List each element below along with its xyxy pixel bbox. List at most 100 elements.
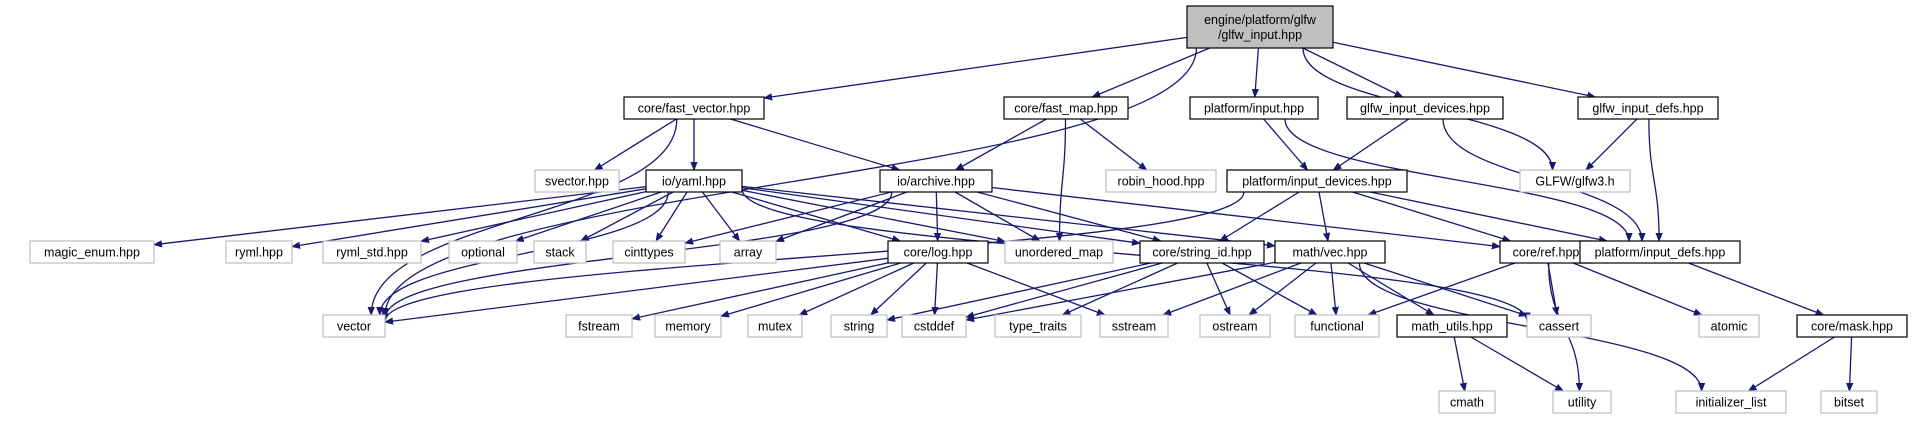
edge-input_devices-to-input_defs: [1369, 191, 1607, 241]
node-box: [1438, 390, 1496, 414]
node-ryml: ryml.hpp: [225, 240, 293, 264]
node-string: string: [830, 314, 888, 338]
edge-archive-to-unordered_map: [954, 191, 1040, 242]
node-glfw3: GLFW/glfw3.h: [1519, 169, 1631, 193]
node-input-defs[interactable]: platform/input_defs.hpp: [1579, 240, 1741, 264]
node-box: [719, 240, 777, 264]
edge-math_utils-to-utility: [1470, 336, 1563, 392]
node-label: magic_enum.hpp: [44, 246, 140, 260]
edge-fast_map-to-archive: [956, 118, 1047, 171]
node-math-utils[interactable]: math_utils.hpp: [1396, 314, 1508, 338]
edge-vec-to-ostream: [1249, 262, 1317, 315]
node-label: sstream: [1112, 320, 1156, 334]
node-type-traits: type_traits: [994, 314, 1082, 338]
node-label: unordered_map: [1015, 246, 1103, 260]
node-box: [1346, 96, 1504, 120]
node-label: GLFW/glfw3.h: [1535, 175, 1614, 189]
node-box: [654, 314, 722, 338]
node-cmath: cmath: [1438, 390, 1496, 414]
node-label: string: [844, 320, 875, 334]
node-input-devices[interactable]: platform/input_devices.hpp: [1226, 169, 1408, 193]
node-label: cstddef: [914, 320, 955, 334]
node-box: [887, 240, 989, 264]
node-box: [1526, 314, 1592, 338]
node-yaml[interactable]: io/yaml.hpp: [645, 169, 743, 193]
node-archive[interactable]: io/archive.hpp: [879, 169, 993, 193]
node-mutex: mutex: [747, 314, 803, 338]
node-fstream: fstream: [565, 314, 633, 338]
node-box: [1396, 314, 1508, 338]
node-box: [1552, 390, 1612, 414]
edge-platform_input-to-input_devices: [1263, 118, 1308, 170]
edge-string_id-to-string: [887, 262, 1152, 320]
node-mask[interactable]: core/mask.hpp: [1796, 314, 1908, 338]
node-label: type_traits: [1009, 320, 1067, 334]
node-label: platform/input_devices.hpp: [1242, 175, 1391, 189]
node-glfw-input-defs[interactable]: glfw_input_defs.hpp: [1577, 96, 1719, 120]
node-vec[interactable]: math/vec.hpp: [1274, 240, 1386, 264]
node-label: /glfw_input.hpp: [1218, 28, 1302, 42]
node-label: core/log.hpp: [904, 246, 973, 260]
node-sstream: sstream: [1099, 314, 1169, 338]
edge-yaml-to-stack: [581, 191, 674, 242]
edge-yaml-to-cinttypes: [656, 191, 688, 241]
node-cinttypes: cinttypes: [612, 240, 686, 264]
edge-log-to-memory: [721, 262, 901, 316]
node-label: cassert: [1539, 320, 1580, 334]
edge-vec-to-sstream: [1163, 262, 1302, 316]
node-box: [448, 240, 518, 264]
edge-root-to-glfw_input_defs: [1332, 41, 1595, 97]
node-label: core/ref.hpp: [1513, 246, 1580, 260]
edge-glfw_input_defs-to-glfw3: [1586, 118, 1638, 170]
edge-yaml-to-vec: [741, 185, 1275, 246]
node-label: core/string_id.hpp: [1152, 246, 1251, 260]
node-box: [1226, 169, 1408, 193]
edge-archive-to-array: [776, 191, 908, 243]
edge-log-to-mutex: [799, 262, 915, 316]
edge-root-to-fast_vector: [764, 36, 1188, 98]
node-log[interactable]: core/log.hpp: [887, 240, 989, 264]
node-string-id[interactable]: core/string_id.hpp: [1139, 240, 1265, 264]
node-root[interactable]: engine/platform/glfw/glfw_input.hpp: [1186, 5, 1334, 49]
node-platform-input[interactable]: platform/input.hpp: [1189, 96, 1319, 120]
edge-yaml-to-vector: [380, 191, 669, 315]
node-label: cinttypes: [624, 246, 673, 260]
edge-fast_vector-to-svector: [595, 118, 677, 170]
edge-math_utils-to-cmath: [1453, 336, 1465, 391]
node-magic-enum: magic_enum.hpp: [29, 240, 155, 264]
node-box: [533, 240, 587, 264]
node-label: engine/platform/glfw: [1204, 13, 1317, 27]
node-box: [1294, 314, 1380, 338]
edge-ref-to-atomic: [1572, 262, 1702, 316]
node-label: functional: [1310, 320, 1364, 334]
node-box: [1099, 314, 1169, 338]
edge-log-to-string: [871, 262, 927, 315]
edge-input_devices-to-vector: [385, 191, 1245, 322]
node-box: [1519, 169, 1631, 193]
node-cassert: cassert: [1526, 314, 1592, 338]
edge-yaml-to-ryml_std: [421, 190, 647, 242]
edge-string_id-to-functional: [1221, 262, 1317, 316]
node-box: [225, 240, 293, 264]
node-box: [1199, 314, 1271, 338]
edge-glfw_input_devices-to-input_devices: [1333, 118, 1410, 170]
node-label: ryml_std.hpp: [336, 246, 408, 260]
node-box: [901, 314, 967, 338]
node-fast-vector[interactable]: core/fast_vector.hpp: [623, 96, 765, 120]
node-label: initializer_list: [1696, 396, 1767, 410]
edge-yaml-to-log: [731, 191, 900, 241]
node-label: optional: [461, 246, 505, 260]
edge-input_devices-to-vec: [1318, 191, 1328, 241]
node-fast-map[interactable]: core/fast_map.hpp: [1003, 96, 1129, 120]
edge-fast_map-to-unordered_map: [1060, 118, 1067, 241]
node-bitset: bitset: [1820, 390, 1878, 414]
edge-input_devices-to-ref: [1352, 191, 1511, 241]
edge-root-to-fast_map: [1092, 47, 1210, 98]
node-ref[interactable]: core/ref.hpp: [1499, 240, 1593, 264]
edge-string_id-to-ostream: [1206, 262, 1231, 315]
node-label: mutex: [758, 320, 793, 334]
node-robin-hood: robin_hood.hpp: [1105, 169, 1217, 193]
node-glfw-input-devices[interactable]: glfw_input_devices.hpp: [1346, 96, 1504, 120]
node-label: vector: [337, 320, 371, 334]
